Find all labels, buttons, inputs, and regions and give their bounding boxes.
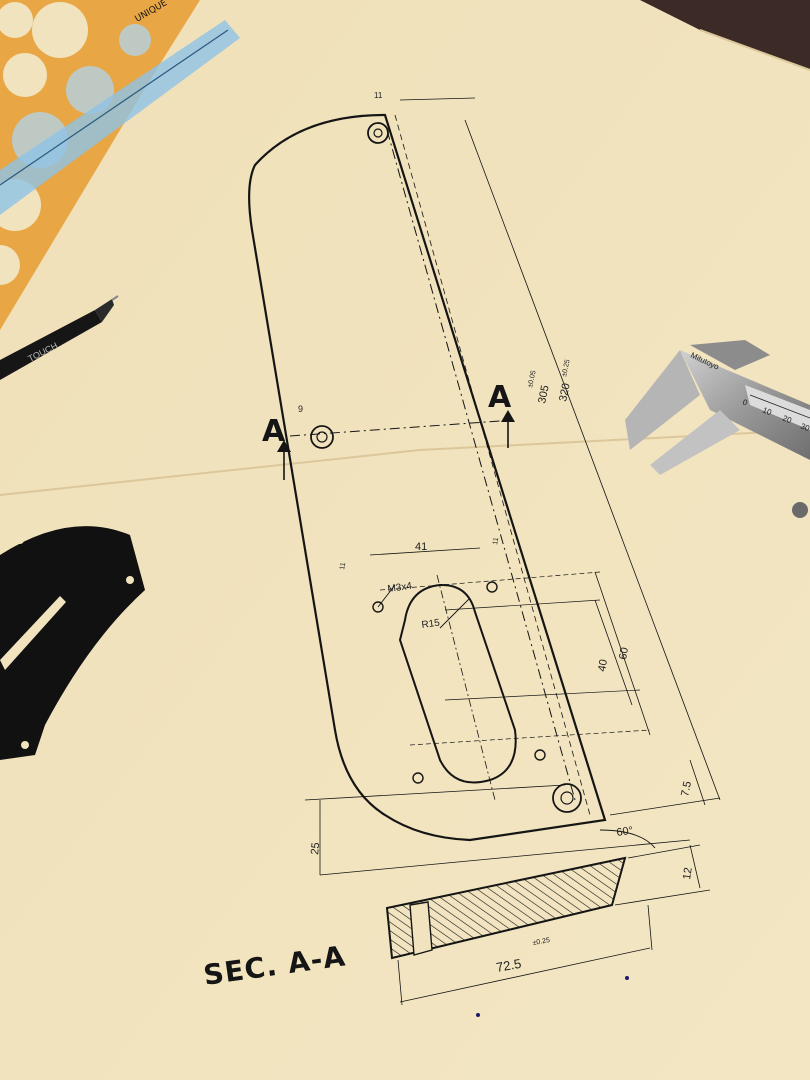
dim-angle: 60°: [616, 825, 634, 839]
paper-edge-right: [699, 29, 810, 71]
dim-top-small: 11: [374, 91, 383, 100]
dark-corner: [640, 0, 810, 70]
dim-thickness: 12: [681, 867, 695, 881]
section-marker-right: A: [488, 380, 512, 415]
dim-len-total-tol: ±0.05: [527, 370, 538, 389]
blue-ruler: [0, 20, 240, 215]
dim-left-small: 11: [339, 562, 347, 570]
hole-top: [367, 122, 389, 144]
slot: [398, 583, 517, 784]
dim-thread: M3x4: [387, 581, 413, 595]
hole-mid: [310, 425, 334, 449]
dim-slot-spacing: 41: [415, 541, 427, 553]
hole-bottom: [552, 783, 582, 813]
section-marker-left: A: [262, 414, 286, 449]
dim-side-small: 9: [298, 404, 303, 414]
black-plate: [0, 526, 145, 760]
caliper-scale-20: 20: [781, 414, 793, 426]
plate-outline: [248, 113, 607, 842]
dim-len-outer-tol: ±0.25: [561, 359, 572, 378]
dim-width: 72.5: [495, 956, 523, 975]
dim-bottom-75: 7.5: [679, 780, 694, 797]
pen: [0, 295, 119, 380]
ink-dot: [625, 976, 629, 980]
dim-radius: R15: [421, 617, 441, 631]
circle-template: [0, 0, 200, 330]
dim-len-total: 305: [536, 384, 552, 404]
part-drawing: [248, 97, 721, 876]
dim-slot-40: 40: [596, 658, 610, 672]
center-line: [386, 129, 576, 801]
dim-len-outer: 320: [557, 382, 573, 402]
dim-width-tol: ±0.25: [532, 937, 551, 947]
paper-edge: [0, 429, 810, 496]
dim-right-small: 11: [492, 537, 500, 545]
dim-bottom-25: 25: [309, 842, 322, 855]
caliper-scale-0: 0: [741, 398, 749, 408]
dim-slot-60: 60: [617, 646, 631, 660]
caliper: [625, 340, 810, 518]
caliper-scale-30: 30: [799, 422, 810, 434]
section-view: [385, 844, 711, 1006]
caliper-scale-10: 10: [761, 406, 773, 418]
ink-dot: [476, 1013, 480, 1017]
